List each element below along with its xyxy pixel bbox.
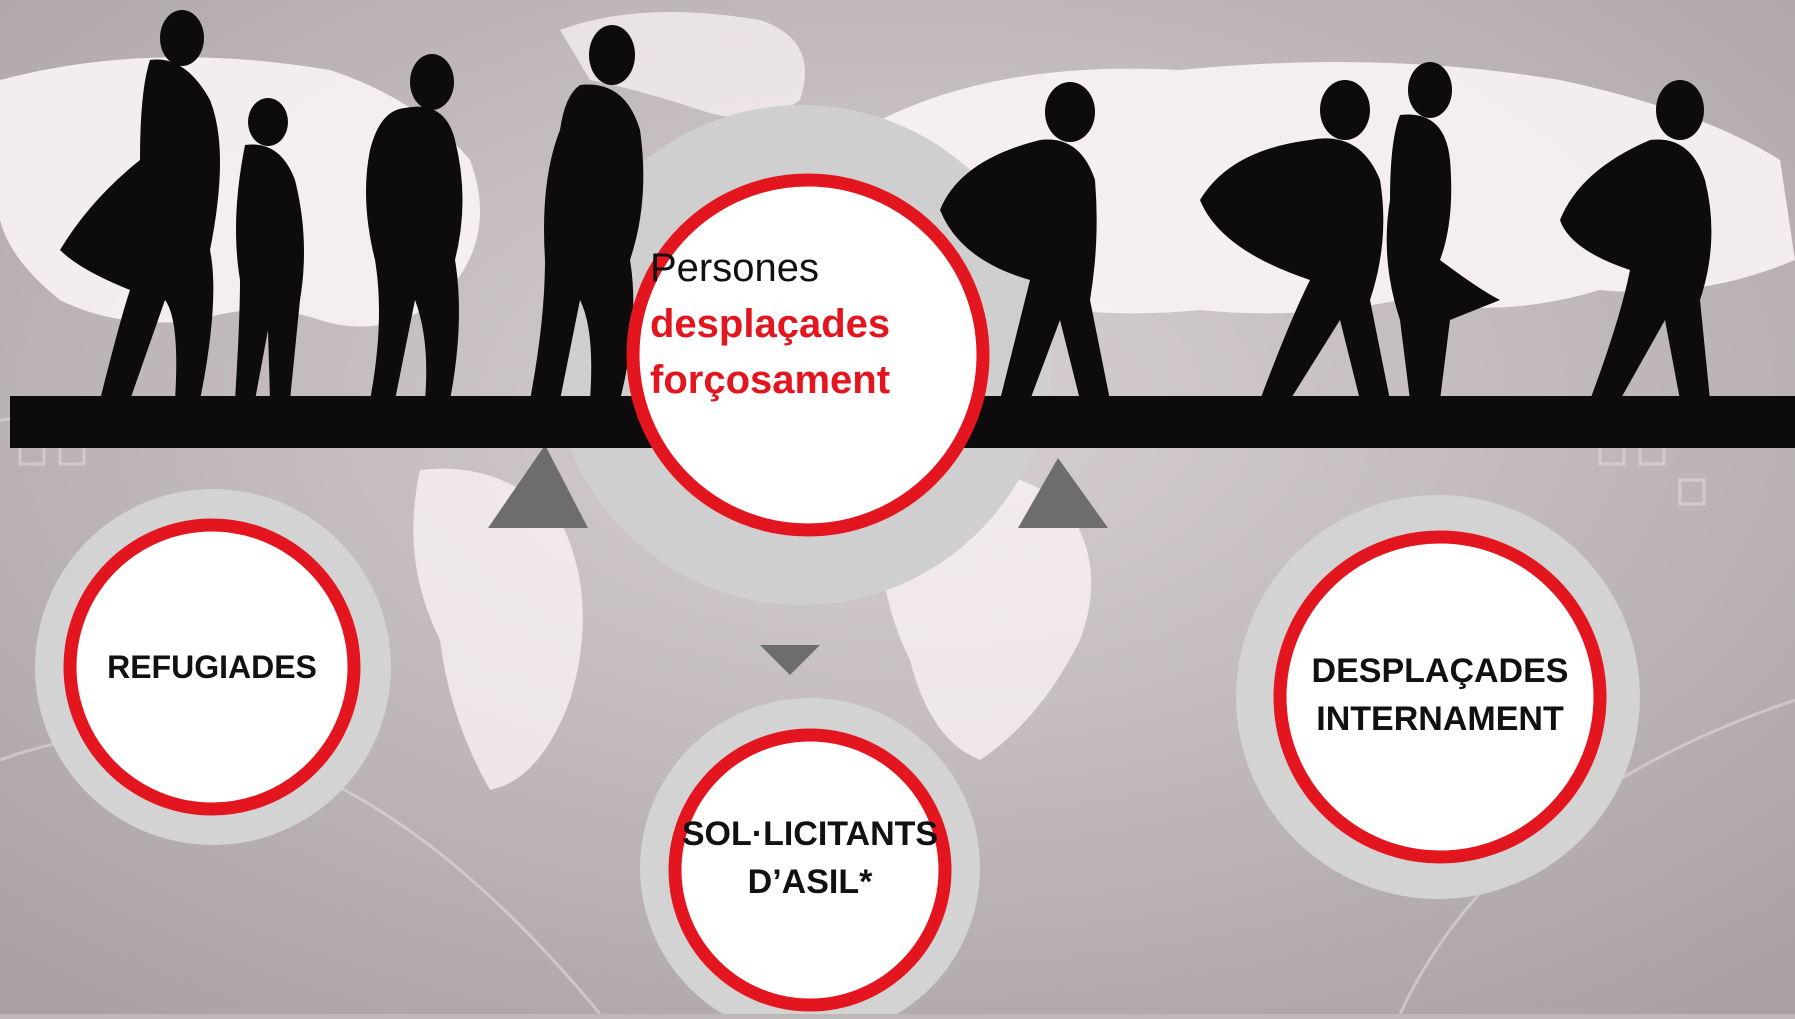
refugiades-text: REFUGIADES — [107, 648, 317, 685]
refugiades-circle — [63, 518, 361, 816]
center-label-line1: Persones — [650, 246, 819, 290]
center-label-line3: forçosament — [650, 358, 891, 402]
sollicitants-line1: SOL·LICITANTS — [681, 815, 939, 853]
center-label: Persones desplaçades forçosament — [650, 240, 980, 408]
arrow-left-up — [488, 445, 588, 528]
sollicitants-line2: D’ASIL* — [747, 863, 873, 901]
arrow-right-up — [1018, 458, 1108, 528]
arrow-down — [760, 645, 820, 675]
sollicitants-circle — [668, 728, 952, 1012]
sollicitants-label: SOL·LICITANTS D’ASIL* — [660, 808, 960, 908]
desplacades-line2: INTERNAMENT — [1316, 700, 1564, 738]
refugiades-label: REFUGIADES — [72, 637, 352, 697]
desplacades-label: DESPLAÇADES INTERNAMENT — [1280, 640, 1600, 750]
center-label-line2: desplaçades — [650, 302, 891, 346]
desplacades-circle — [1273, 530, 1607, 864]
center-circle — [626, 173, 990, 537]
desplacades-line1: DESPLAÇADES — [1311, 652, 1569, 690]
